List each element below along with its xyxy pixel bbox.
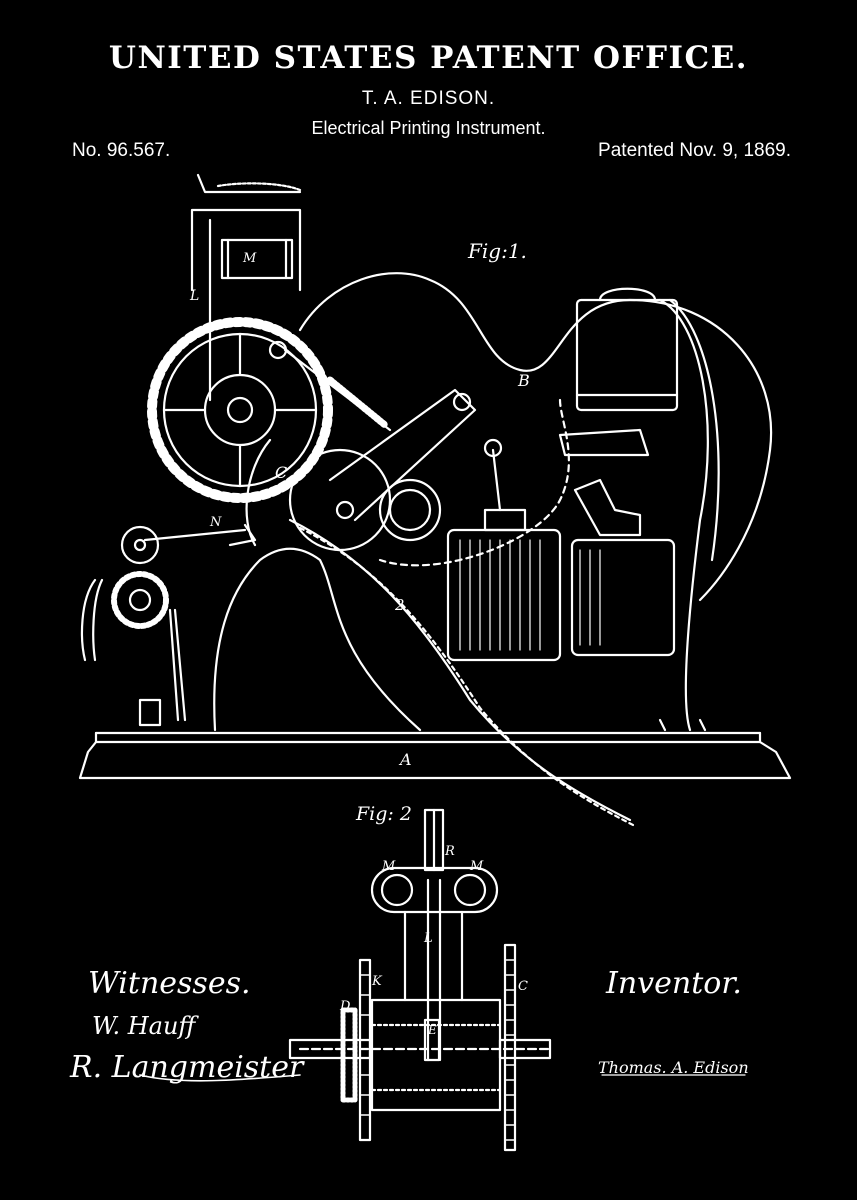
part-label-m: M <box>242 251 257 266</box>
fig2-label-r: R <box>444 844 455 859</box>
fig2-label-e: E <box>427 1023 437 1037</box>
part-label-2: 2 <box>394 596 405 614</box>
part-label-l: L <box>189 288 199 304</box>
signature-flourish <box>139 1074 301 1082</box>
paper-tape <box>288 518 632 822</box>
fig2-drawing <box>288 808 552 1152</box>
large-gear <box>147 317 333 503</box>
fig2-label-m: M <box>381 859 396 874</box>
tape-rollers <box>80 523 257 727</box>
fig1-drawing <box>78 173 792 828</box>
fig2-label-c: C <box>518 979 528 994</box>
fig2-label-d: D <box>339 999 351 1014</box>
part-label-n: N <box>209 515 222 530</box>
witnesses-label: Witnesses. <box>88 966 251 1001</box>
inventor-name: T. A. EDISON. <box>361 88 496 109</box>
top-magnet <box>558 287 679 457</box>
fig1-label: Fig:1. <box>467 239 527 263</box>
base-plate <box>78 740 792 780</box>
fig2-label: Fig: 2 <box>355 803 412 825</box>
patent-date: Patented Nov. 9, 1869. <box>598 140 791 161</box>
upper-frame <box>190 173 302 402</box>
part-label-b: B <box>517 371 530 390</box>
part-label-c: C <box>275 463 287 482</box>
part-label-a: A <box>398 750 412 769</box>
wire <box>658 298 709 732</box>
office-title: UNITED STATES PATENT OFFICE. <box>108 40 749 76</box>
witness-signature-1: W. Hauff <box>92 1012 196 1040</box>
fig2-label-m-right: M <box>469 859 484 874</box>
fig2-label-l: L <box>423 931 433 946</box>
witness-signature-2: R. Langmeister <box>70 1050 304 1085</box>
invention-title: Electrical Printing Instrument. <box>311 118 546 138</box>
inventor-label: Inventor. <box>606 966 742 1001</box>
bottom-magnets <box>446 438 676 662</box>
main-frame <box>213 272 773 732</box>
patent-number: No. 96.567. <box>72 140 171 161</box>
fig2-label-k: K <box>371 974 383 989</box>
inventor-signature: Thomas. A. Edison <box>598 1058 749 1077</box>
lever-arm <box>268 340 477 552</box>
